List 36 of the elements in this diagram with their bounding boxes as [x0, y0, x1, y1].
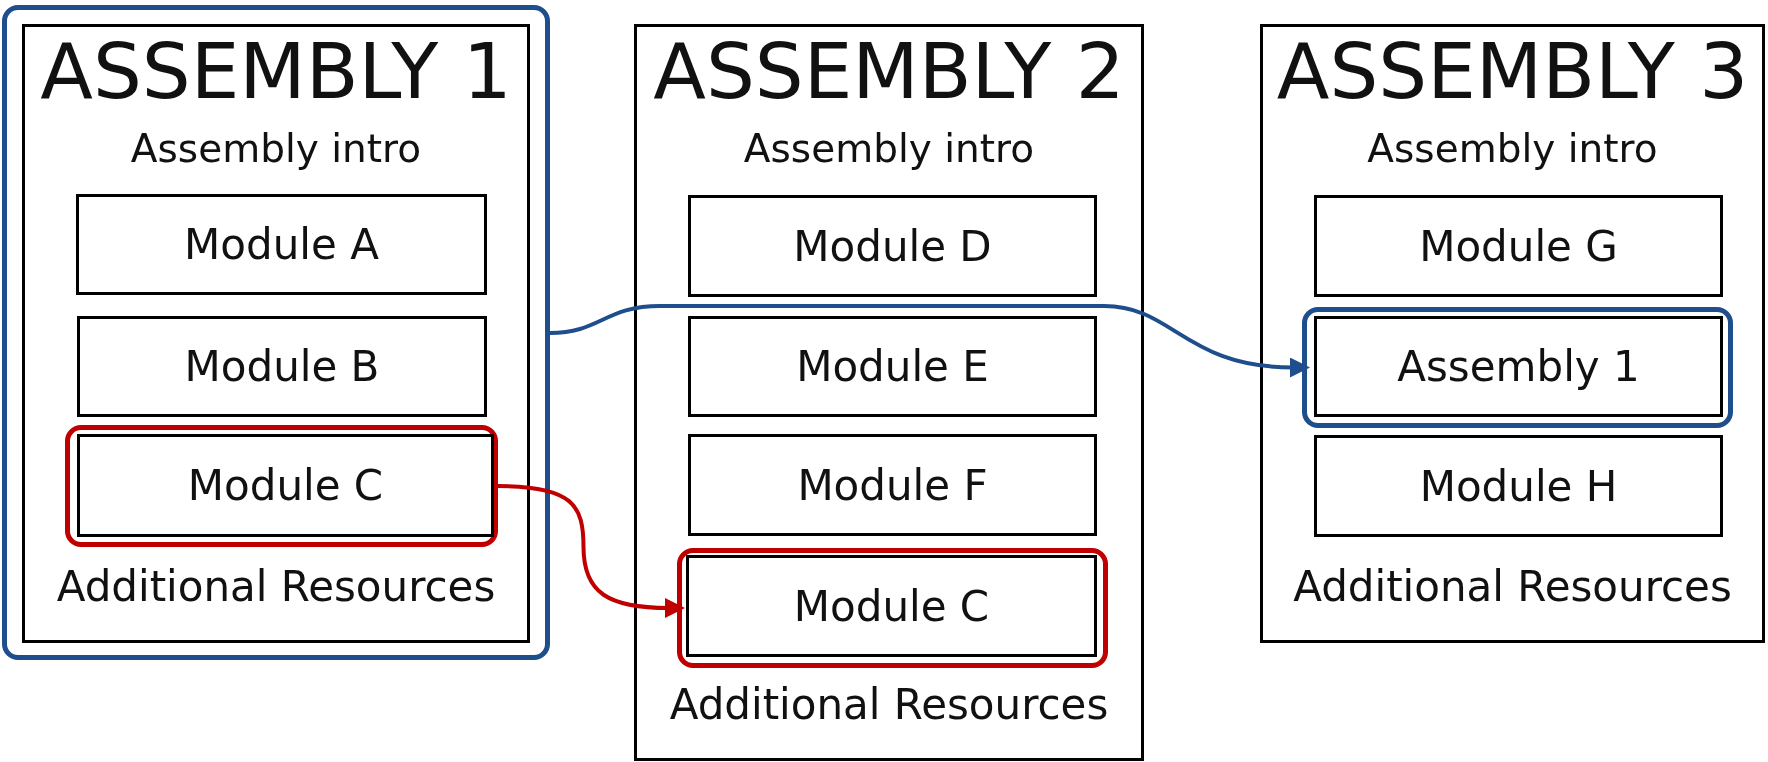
module-label: Module H	[1419, 461, 1618, 511]
module-box	[686, 555, 1097, 657]
highlight-outline	[677, 548, 1108, 668]
module-label: Module C	[187, 461, 384, 510]
module-label: Module E	[796, 342, 989, 391]
resources-label: Additional Resources	[1292, 562, 1733, 612]
assembly-title: ASSEMBLY 2	[652, 27, 1126, 117]
module-box	[688, 434, 1097, 536]
assembly-title: ASSEMBLY 3	[1275, 27, 1750, 117]
module-box	[76, 194, 487, 295]
module-label: Module G	[1419, 221, 1618, 271]
highlight-outline	[1302, 307, 1733, 428]
module-label: Module D	[793, 221, 992, 271]
module-box	[77, 434, 494, 537]
assembly-box	[1260, 24, 1765, 643]
assembly-title: ASSEMBLY 1	[39, 27, 513, 117]
module-box	[1314, 195, 1723, 297]
assembly-intro: Assembly intro	[129, 125, 423, 173]
module-label: Module F	[797, 460, 988, 510]
module-box	[688, 195, 1097, 297]
module-label: Module C	[793, 581, 990, 631]
highlight-outline	[65, 425, 498, 547]
module-label: Module B	[184, 342, 380, 391]
module-box	[688, 316, 1097, 417]
resources-label: Additional Resources	[55, 562, 497, 612]
module-label: Module A	[184, 220, 379, 269]
module-label: Assembly 1	[1397, 342, 1640, 391]
module-box	[1314, 316, 1723, 417]
arrow	[497, 484, 685, 618]
module-box	[77, 316, 487, 417]
assembly-intro: Assembly intro	[742, 125, 1036, 173]
assembly-intro: Assembly intro	[1366, 125, 1659, 173]
arrow	[549, 304, 1310, 378]
module-box	[1314, 435, 1723, 537]
resources-label: Additional Resources	[668, 680, 1110, 730]
assembly-box	[634, 24, 1144, 761]
